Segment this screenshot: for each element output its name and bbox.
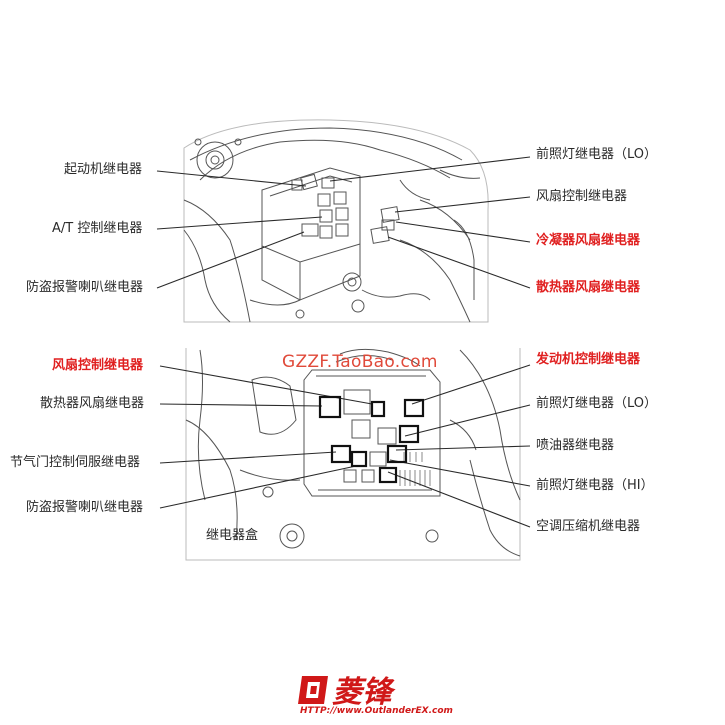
label-throttle-servo-relay: 节气门控制伺服继电器	[10, 455, 141, 470]
label-headlamp-hi-relay: 前照灯继电器（HI）	[536, 478, 654, 493]
label-fan-control-relay-top: 风扇控制继电器	[536, 189, 628, 204]
label-injector-relay: 喷油器继电器	[536, 438, 615, 453]
label-alarm-horn-relay-bottom: 防盗报警喇叭继电器	[26, 500, 144, 515]
label-ac-compressor-relay: 空调压缩机继电器	[536, 519, 641, 534]
label-headlamp-lo-relay-bottom: 前照灯继电器（LO）	[536, 396, 658, 411]
label-radiator-fan-relay-bottom: 散热器风扇继电器	[40, 396, 145, 411]
label-at-control-relay: A/T 控制继电器	[52, 221, 143, 236]
label-headlamp-lo-relay-top: 前照灯继电器（LO）	[536, 147, 658, 162]
label-starter-relay: 起动机继电器	[64, 162, 143, 177]
logo-url: HTTP://www.OutlanderEX.com	[300, 706, 453, 716]
label-radiator-fan-relay-top: 散热器风扇继电器	[536, 280, 641, 295]
label-alarm-horn-relay-top: 防盗报警喇叭继电器	[26, 280, 144, 295]
watermark-text: GZZF.TaoBao.com	[282, 352, 438, 372]
logo-mark-icon: 菱锋	[298, 675, 396, 710]
label-engine-control-relay: 发动机控制继电器	[536, 352, 641, 367]
logo-text: 菱锋	[332, 675, 396, 708]
label-condenser-fan-relay: 冷凝器风扇继电器	[536, 233, 641, 248]
outlander-logo: 菱锋	[298, 672, 428, 720]
label-relay-box: 继电器盒	[206, 528, 259, 543]
label-fan-control-relay-bottom: 风扇控制继电器	[52, 358, 144, 373]
